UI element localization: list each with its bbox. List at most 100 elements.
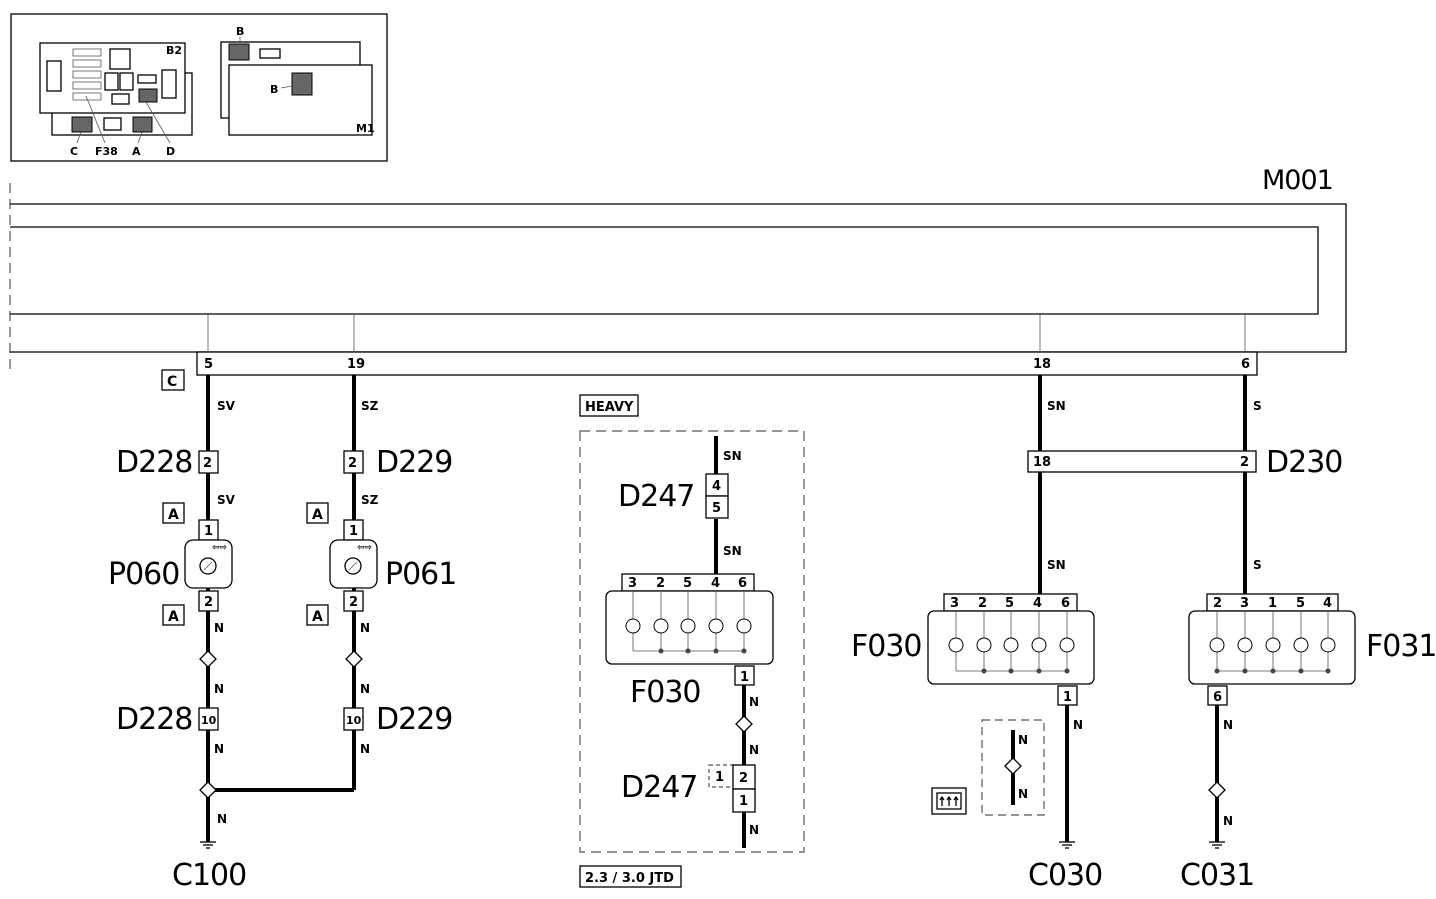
heavy-wire-n-1: N — [749, 695, 759, 709]
f030-wire-n: N — [1073, 718, 1083, 732]
wire-color-sv: SV — [217, 399, 236, 413]
heavy-f030-pin-3: 3 — [628, 576, 637, 591]
right-wire-s-2: S — [1253, 558, 1262, 572]
bulb-icon — [1059, 637, 1075, 653]
f031-pin-6: 6 — [1213, 690, 1222, 705]
f030-pin-5: 5 — [1005, 596, 1014, 611]
option-wire-n-2: N — [1018, 787, 1028, 801]
bulb-icon — [344, 557, 362, 575]
f030-label: F030 — [851, 629, 922, 664]
option-wire-n-1: N — [1018, 733, 1028, 747]
f031-pin-5: 5 — [1296, 596, 1305, 611]
indicator-arrows-icon: ⇦⇨ — [357, 543, 373, 553]
f031-pin-3: 3 — [1240, 596, 1249, 611]
splice-icon — [345, 650, 363, 668]
ground-icon — [200, 841, 216, 849]
p061-pin-1: 1 — [349, 524, 358, 539]
connector-a-tag-2: A — [312, 507, 323, 523]
wire-color-n-r3: N — [360, 742, 370, 756]
module-pin-18: 18 — [1033, 357, 1051, 372]
splice-icon — [1004, 757, 1022, 775]
heavy-title: HEAVY — [585, 400, 634, 415]
heavy-f030-pin-2: 2 — [656, 576, 665, 591]
bulb-icon — [625, 618, 641, 634]
heavy-f030-label: F030 — [630, 675, 701, 710]
indicator-arrows-icon: ⇦⇨ — [212, 543, 228, 553]
bulb-icon — [680, 618, 696, 634]
right-wire-sn-1: SN — [1047, 399, 1066, 413]
d247-pin-5: 5 — [712, 501, 721, 516]
splice-icon — [199, 650, 217, 668]
wire-color-n-l4: N — [217, 812, 227, 826]
wire-color-sz-2: SZ — [361, 493, 379, 507]
f030-pin-4: 4 — [1033, 596, 1042, 611]
module-name: M001 — [1262, 165, 1333, 196]
d230-label: D230 — [1266, 445, 1342, 480]
d228-label: D228 — [116, 445, 192, 480]
bulb-icon — [736, 618, 752, 634]
bulb-icon — [1265, 637, 1281, 653]
splice-icon — [1208, 781, 1226, 799]
bulb-icon — [1320, 637, 1336, 653]
heavy-f030-pin-1: 1 — [740, 670, 749, 685]
locator-label-a: A — [132, 145, 141, 158]
heavy-f030-pin-4: 4 — [711, 576, 720, 591]
f030-pin-1: 1 — [1063, 690, 1072, 705]
f030-pin-2: 2 — [978, 596, 987, 611]
d247-label-bottom: D247 — [621, 770, 697, 805]
f031-label: F031 — [1366, 629, 1436, 664]
connector-a-tag-4: A — [312, 609, 323, 625]
p061-label: P061 — [385, 557, 456, 592]
bulb-icon — [1293, 637, 1309, 653]
wire-color-n-r2: N — [360, 682, 370, 696]
ground-icon — [1209, 841, 1225, 849]
bulb-icon — [653, 618, 669, 634]
module-pin-19: 19 — [347, 357, 365, 372]
splice-icon — [735, 715, 753, 733]
bulb-icon — [1209, 637, 1225, 653]
d229-pin: 2 — [348, 456, 357, 471]
ground-icon — [1059, 841, 1075, 849]
locator-module-fuse-label: B — [236, 25, 244, 38]
p061-pin-2: 2 — [349, 595, 358, 610]
ground-c100-label: C100 — [172, 858, 246, 893]
fuse-box-locator: B2 C F38 A D B B M1 — [10, 13, 388, 162]
bulb-icon — [1237, 637, 1253, 653]
d230-pin-18: 18 — [1033, 455, 1051, 470]
heavy-f030-pin-5: 5 — [683, 576, 692, 591]
f031-pin-1: 1 — [1268, 596, 1277, 611]
d247-pin-1-left: 1 — [715, 770, 724, 785]
f031-pin-4: 4 — [1323, 596, 1332, 611]
p060-pin-2: 2 — [204, 595, 213, 610]
left-circuit: SV SZ SV SZ N N N N N N N 2 D228 2 D229 … — [108, 375, 457, 893]
module-connector-label: C — [167, 374, 177, 390]
heavy-variant-label: 2.3 / 3.0 JTD — [585, 871, 674, 886]
d229-label-2: D229 — [376, 702, 452, 737]
locator-label-c: C — [70, 145, 78, 158]
p060-pin-1: 1 — [204, 524, 213, 539]
right-circuit: SN SN S S 18 2 D230 3 2 5 4 6 1 F030 N — [851, 375, 1436, 893]
bulb-icon — [948, 637, 964, 653]
module-m001: M001 5 19 18 6 C — [9, 165, 1347, 391]
connector-a-tag-1: A — [168, 507, 179, 523]
locator-module-label: M1 — [356, 122, 375, 135]
wire-color-n-l3: N — [214, 742, 224, 756]
wire-color-n-r1: N — [360, 621, 370, 635]
d228-label-2: D228 — [116, 702, 192, 737]
bulb-icon — [199, 557, 217, 575]
d247-pin-4: 4 — [712, 479, 721, 494]
module-pin-6: 6 — [1241, 357, 1250, 372]
wire-color-n-l2: N — [214, 682, 224, 696]
wire-color-sv-2: SV — [217, 493, 236, 507]
d247-pin-1: 1 — [739, 794, 748, 809]
locator-pointer-b-label: B — [270, 83, 278, 96]
heavy-variant: HEAVY 2.3 / 3.0 JTD SN SN 4 5 D247 3 2 5… — [579, 394, 805, 888]
right-wire-s-1: S — [1253, 399, 1262, 413]
heavy-f030-pin-6: 6 — [738, 576, 747, 591]
d228-pin: 2 — [203, 456, 212, 471]
d229-pin-10: 10 — [346, 714, 362, 727]
locator-label-d: D — [166, 145, 175, 158]
d228-pin-10: 10 — [201, 714, 217, 727]
right-wire-sn-2: SN — [1047, 558, 1066, 572]
